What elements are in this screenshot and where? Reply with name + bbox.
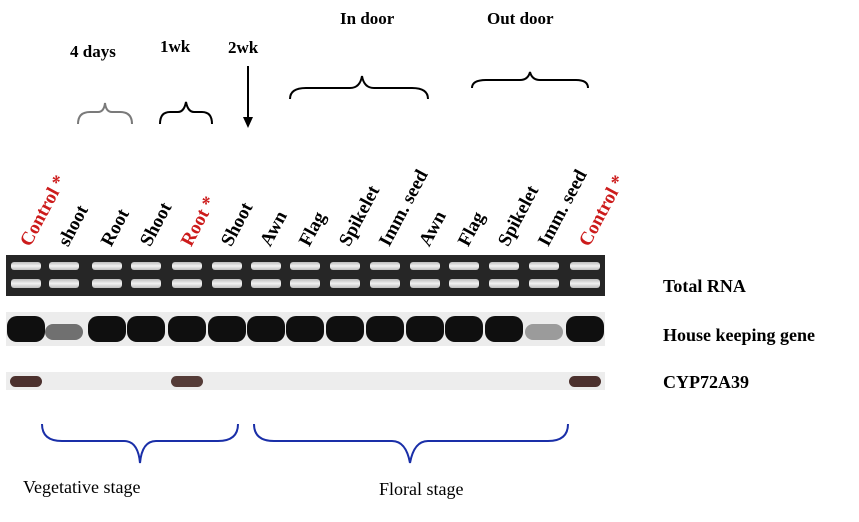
rna-band [251, 279, 281, 288]
house-keeping-band [485, 316, 523, 342]
bracket-out-door [471, 71, 589, 89]
house-keeping-band [247, 316, 285, 342]
rna-band [410, 279, 440, 288]
rna-band [172, 262, 202, 270]
stage-label-vegetative: Vegetative stage [23, 477, 141, 497]
rna-band [330, 262, 360, 270]
rna-band [212, 279, 242, 288]
rna-band [49, 279, 79, 288]
house-keeping-band [326, 316, 364, 342]
rna-band [489, 262, 519, 270]
rna-band [529, 279, 559, 288]
house-keeping-band [525, 324, 563, 340]
house-keeping-band [127, 316, 165, 342]
group-label-4-days: 4 days [70, 42, 116, 61]
cyp-band [10, 376, 42, 387]
house-keeping-band [366, 316, 404, 342]
rna-band [370, 262, 400, 270]
house-keeping-band [208, 316, 246, 342]
rna-band [11, 262, 41, 270]
row-label-cyp: CYP72A39 [663, 372, 749, 392]
bracket-vegetative [41, 423, 239, 464]
house-keeping-band [45, 324, 83, 340]
group-label-in-door: In door [340, 9, 395, 28]
house-keeping-band [7, 316, 45, 342]
group-label-out-door: Out door [487, 9, 554, 28]
house-keeping-band [168, 316, 206, 342]
rna-band [131, 279, 161, 288]
house-keeping-band [445, 316, 483, 342]
arrow-2wk [243, 66, 253, 128]
rna-band [370, 279, 400, 288]
gel-cyp72a39 [6, 372, 605, 390]
rna-band [131, 262, 161, 270]
bracket-in-door [289, 75, 429, 100]
rna-band [11, 279, 41, 288]
rna-band [570, 262, 600, 270]
rna-band [251, 262, 281, 270]
rna-band [290, 279, 320, 288]
group-label-2wk: 2wk [228, 38, 259, 57]
house-keeping-band [406, 316, 444, 342]
gel-total-rna [6, 255, 605, 296]
rna-band [330, 279, 360, 288]
bracket-4-days [77, 102, 133, 125]
rna-band [449, 262, 479, 270]
house-keeping-band [286, 316, 324, 342]
rna-band [92, 262, 122, 270]
stage-label-floral: Floral stage [379, 479, 464, 499]
gel-house-keeping [6, 312, 605, 346]
bracket-floral [253, 423, 569, 464]
rna-band [410, 262, 440, 270]
rna-band [172, 279, 202, 288]
rna-band [449, 279, 479, 288]
row-label-total-rna: Total RNA [663, 276, 746, 296]
rna-band [212, 262, 242, 270]
rna-band [49, 262, 79, 270]
bracket-1wk [159, 101, 213, 125]
row-label-house-keeping: House keeping gene [663, 325, 816, 345]
rna-band [489, 279, 519, 288]
group-label-1wk: 1wk [160, 37, 191, 56]
rna-band [570, 279, 600, 288]
rna-band [290, 262, 320, 270]
cyp-band [569, 376, 601, 387]
cyp-band [171, 376, 203, 387]
rna-band [529, 262, 559, 270]
house-keeping-band [566, 316, 604, 342]
house-keeping-band [88, 316, 126, 342]
rna-band [92, 279, 122, 288]
